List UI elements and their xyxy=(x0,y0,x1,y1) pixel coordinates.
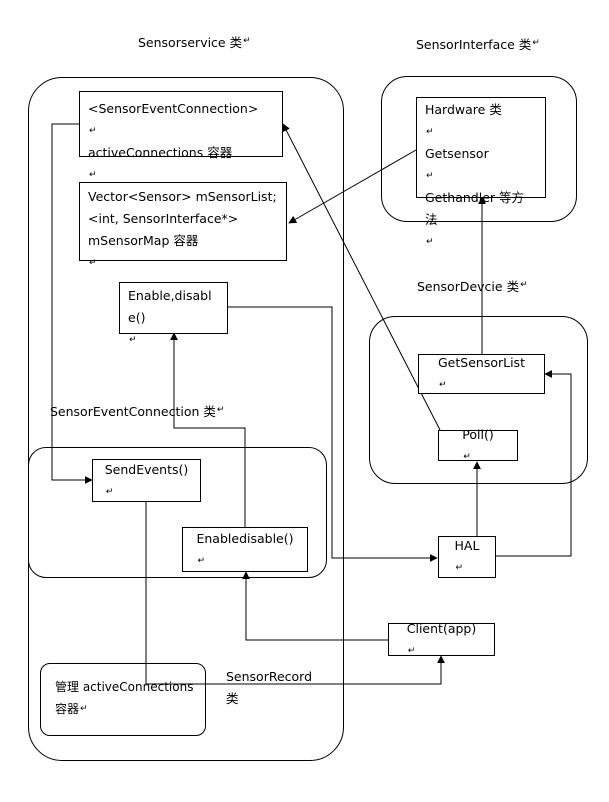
sensorservice-group xyxy=(28,77,344,761)
sensordevice-label: SensorDevcie 类↵ xyxy=(417,279,528,294)
arrow-sendevents-to-client xyxy=(145,502,445,685)
poll-box: Poll()↵ xyxy=(438,427,518,462)
hal-box: HAL↵ xyxy=(438,536,496,578)
arrow-poll-to-activeconnections xyxy=(282,123,441,431)
sensorinterface-label: SensorInterface 类↵ xyxy=(416,37,540,52)
arrow-activeconnections-to-sendevents xyxy=(51,123,93,484)
sensorrecord-label: SensorRecord 类 xyxy=(226,669,313,706)
sensorservice-label: Sensorservice 类↵ xyxy=(138,35,251,50)
active-connections-box: <SensorEventConnection>↵ activeConnectio… xyxy=(79,91,283,180)
sensordevice-group xyxy=(369,316,588,484)
enable-disable-box: Enable,disabl e()↵ xyxy=(119,282,228,345)
manage-connections-text: 管理 activeConnections 容器↵ xyxy=(55,680,194,716)
arrow-enable-to-hal xyxy=(227,306,438,562)
arrow-client-to-enabledisable xyxy=(242,571,388,641)
sensorinterface-group xyxy=(381,76,577,222)
sensor-list-box: Vector<Sensor> mSensorList; <int, Sensor… xyxy=(79,182,287,268)
get-sensor-list-box: GetSensorList↵ xyxy=(418,354,545,394)
hardware-box: Hardware 类↵ Getsensor↵ Gethandler 等方 法↵ xyxy=(416,97,546,247)
sensorrecord-group xyxy=(40,663,206,736)
arrow-hardware-to-sensorlist xyxy=(288,149,417,224)
sensoreventconnection-group xyxy=(28,447,327,578)
enabledisable-box: Enabledisable()↵ xyxy=(182,527,308,572)
client-box: Client(app)↵ xyxy=(388,621,495,656)
arrow-enabledisable-to-enable xyxy=(170,332,246,527)
arrow-hal-to-getsensorlist xyxy=(496,370,572,557)
send-events-box: SendEvents()↵ xyxy=(92,459,201,502)
